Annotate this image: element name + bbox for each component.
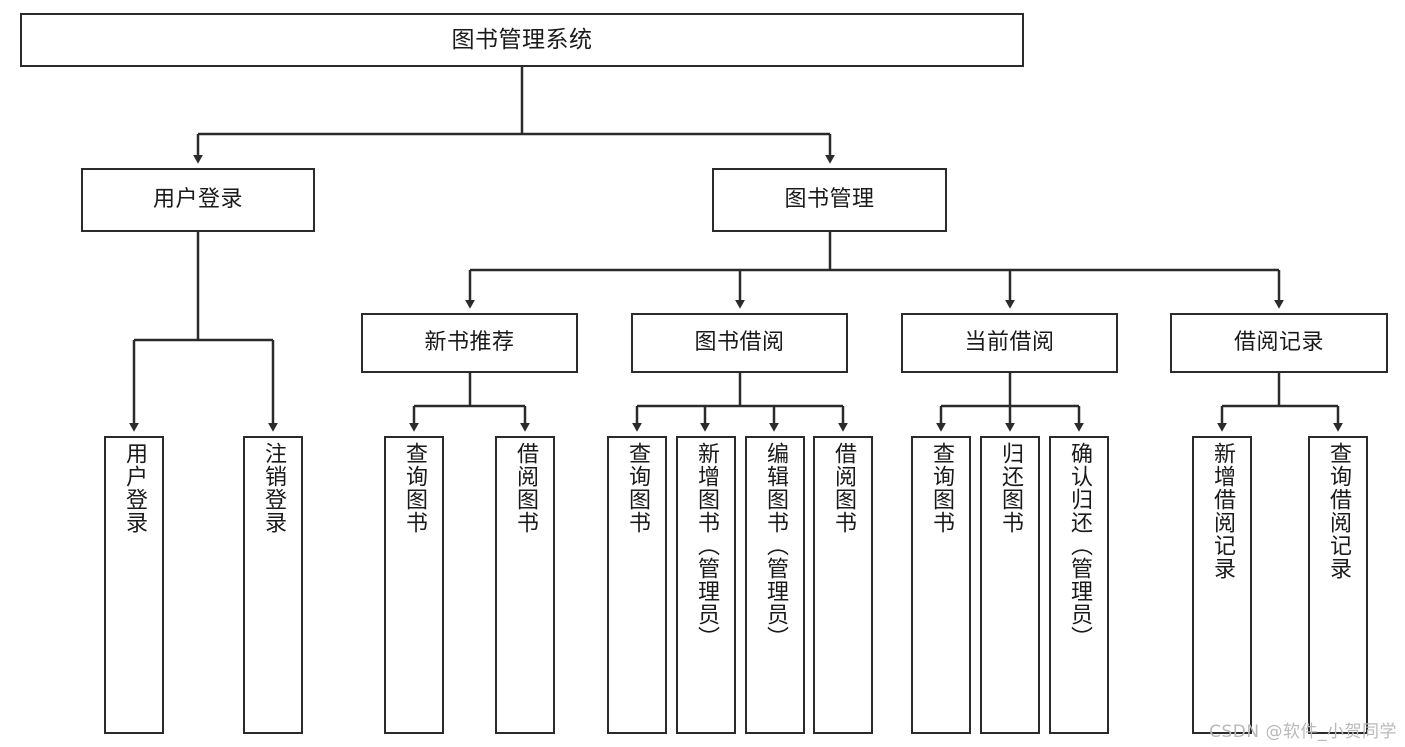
node-book-borrow[interactable]: 图书借阅 — [631, 313, 848, 373]
leaf-borrow-borrow-book-label: 借阅图书 — [831, 442, 856, 534]
leaf-current-query-book[interactable]: 查询图书 — [911, 436, 971, 734]
node-new-book-recommend[interactable]: 新书推荐 — [361, 313, 578, 373]
leaf-record-query-record-label: 查询借阅记录 — [1326, 442, 1351, 580]
leaf-recommend-borrow-book-label: 借阅图书 — [513, 442, 538, 534]
leaf-current-confirm-return-admin[interactable]: 确认归还（管理员） — [1049, 436, 1109, 734]
node-new-book-recommend-label: 新书推荐 — [424, 330, 515, 356]
leaf-user-login-signin-label: 用户登录 — [122, 442, 147, 534]
leaf-borrow-edit-book-admin-label: 编辑图书（管理员） — [763, 442, 788, 649]
leaf-user-login-signout[interactable]: 注销登录 — [243, 436, 303, 734]
node-book-management-label: 图书管理 — [784, 187, 875, 213]
leaf-current-confirm-return-admin-label: 确认归还（管理员） — [1067, 442, 1092, 649]
node-book-management[interactable]: 图书管理 — [712, 168, 947, 232]
leaf-borrow-edit-book-admin[interactable]: 编辑图书（管理员） — [745, 436, 805, 734]
leaf-recommend-query-book-label: 查询图书 — [402, 442, 427, 534]
leaf-borrow-add-book-admin[interactable]: 新增图书（管理员） — [676, 436, 736, 734]
csdn-watermark: CSDN @软件_小贺同学 — [1209, 722, 1397, 742]
leaf-borrow-query-book[interactable]: 查询图书 — [607, 436, 667, 734]
leaf-record-add-record-label: 新增借阅记录 — [1210, 442, 1235, 580]
leaf-borrow-add-book-admin-label: 新增图书（管理员） — [694, 442, 719, 649]
node-root-system-label: 图书管理系统 — [451, 26, 593, 53]
node-root-system[interactable]: 图书管理系统 — [20, 13, 1024, 67]
node-current-borrow-label: 当前借阅 — [964, 330, 1055, 356]
leaf-user-login-signout-label: 注销登录 — [261, 442, 286, 534]
node-user-login[interactable]: 用户登录 — [81, 168, 315, 232]
node-borrow-record-label: 借阅记录 — [1233, 330, 1324, 356]
node-borrow-record[interactable]: 借阅记录 — [1170, 313, 1388, 373]
leaf-recommend-borrow-book[interactable]: 借阅图书 — [495, 436, 555, 734]
leaf-current-return-book-label: 归还图书 — [998, 442, 1023, 534]
leaf-borrow-query-book-label: 查询图书 — [625, 442, 650, 534]
node-user-login-label: 用户登录 — [152, 187, 243, 213]
node-current-borrow[interactable]: 当前借阅 — [901, 313, 1118, 373]
node-book-borrow-label: 图书借阅 — [694, 330, 785, 356]
leaf-borrow-borrow-book[interactable]: 借阅图书 — [813, 436, 873, 734]
leaf-current-return-book[interactable]: 归还图书 — [980, 436, 1040, 734]
leaf-recommend-query-book[interactable]: 查询图书 — [384, 436, 444, 734]
leaf-record-query-record[interactable]: 查询借阅记录 — [1308, 436, 1368, 734]
leaf-user-login-signin[interactable]: 用户登录 — [104, 436, 164, 734]
leaf-current-query-book-label: 查询图书 — [929, 442, 954, 534]
leaf-record-add-record[interactable]: 新增借阅记录 — [1192, 436, 1252, 734]
